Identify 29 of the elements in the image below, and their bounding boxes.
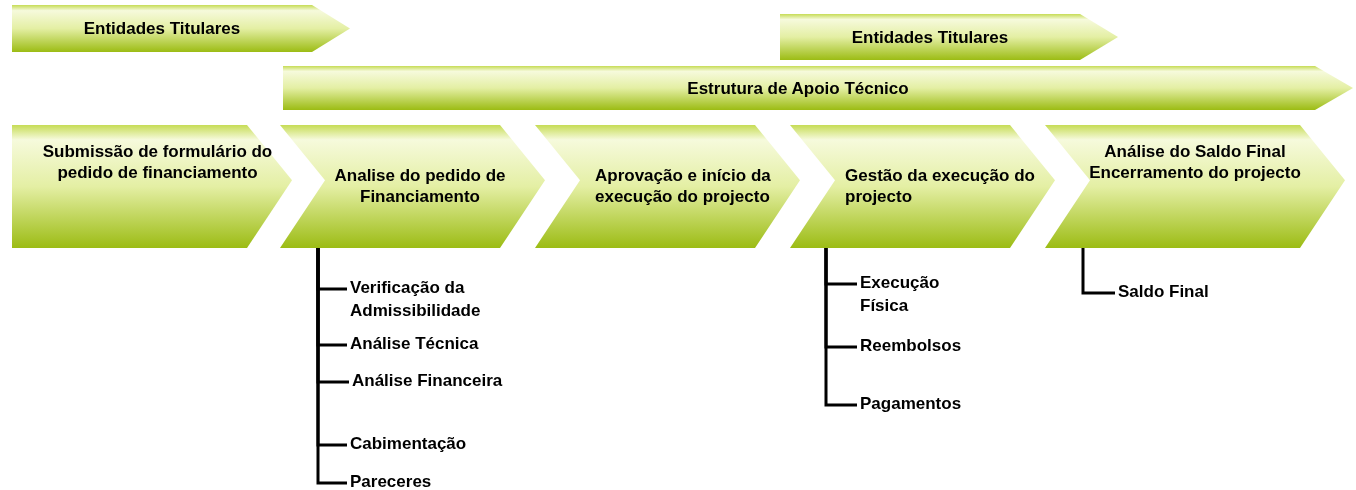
step-title: Analise do pedido de Financiamento xyxy=(333,165,507,207)
step-title: Encerramento do projecto xyxy=(1088,162,1302,183)
sub-step-label: Saldo Final xyxy=(1118,280,1258,303)
connector-line xyxy=(1081,248,1115,295)
step-title: Entidades Titulares xyxy=(82,18,242,39)
chevron-step xyxy=(280,125,545,248)
connector-line xyxy=(316,248,347,485)
sub-step-label: Pareceres xyxy=(350,470,540,490)
step-title: Aprovação e início da execução do projecto xyxy=(595,165,772,207)
sub-step-label: Reembolsos xyxy=(860,334,1000,357)
arrow-banner xyxy=(780,14,1118,60)
sub-step-label: Análise Financeira xyxy=(352,369,552,392)
step-title: Submissão de formulário do pedido de financiamento xyxy=(41,141,274,183)
arrow-banner xyxy=(12,5,350,52)
step-title: Estrutura de Apoio Técnico xyxy=(686,78,910,99)
chevron-step xyxy=(535,125,800,248)
connector-line xyxy=(824,248,857,407)
sub-step-label: Cabimentação xyxy=(350,432,540,455)
sub-step-label: Execução Física xyxy=(860,271,980,317)
sub-step-label: Análise Técnica xyxy=(350,332,540,355)
chevron-step xyxy=(1045,125,1345,248)
chevron-step xyxy=(12,125,292,248)
step-title: Análise do Saldo Final xyxy=(1103,141,1287,162)
arrow-banner xyxy=(283,66,1353,110)
step-title: Entidades Titulares xyxy=(850,27,1010,48)
chevron-step xyxy=(790,125,1055,248)
sub-step-label: Pagamentos xyxy=(860,392,1000,415)
step-title: Gestão da execução do projecto xyxy=(845,165,1036,207)
sub-step-label: Verificação da Admissibilidade xyxy=(350,276,540,322)
